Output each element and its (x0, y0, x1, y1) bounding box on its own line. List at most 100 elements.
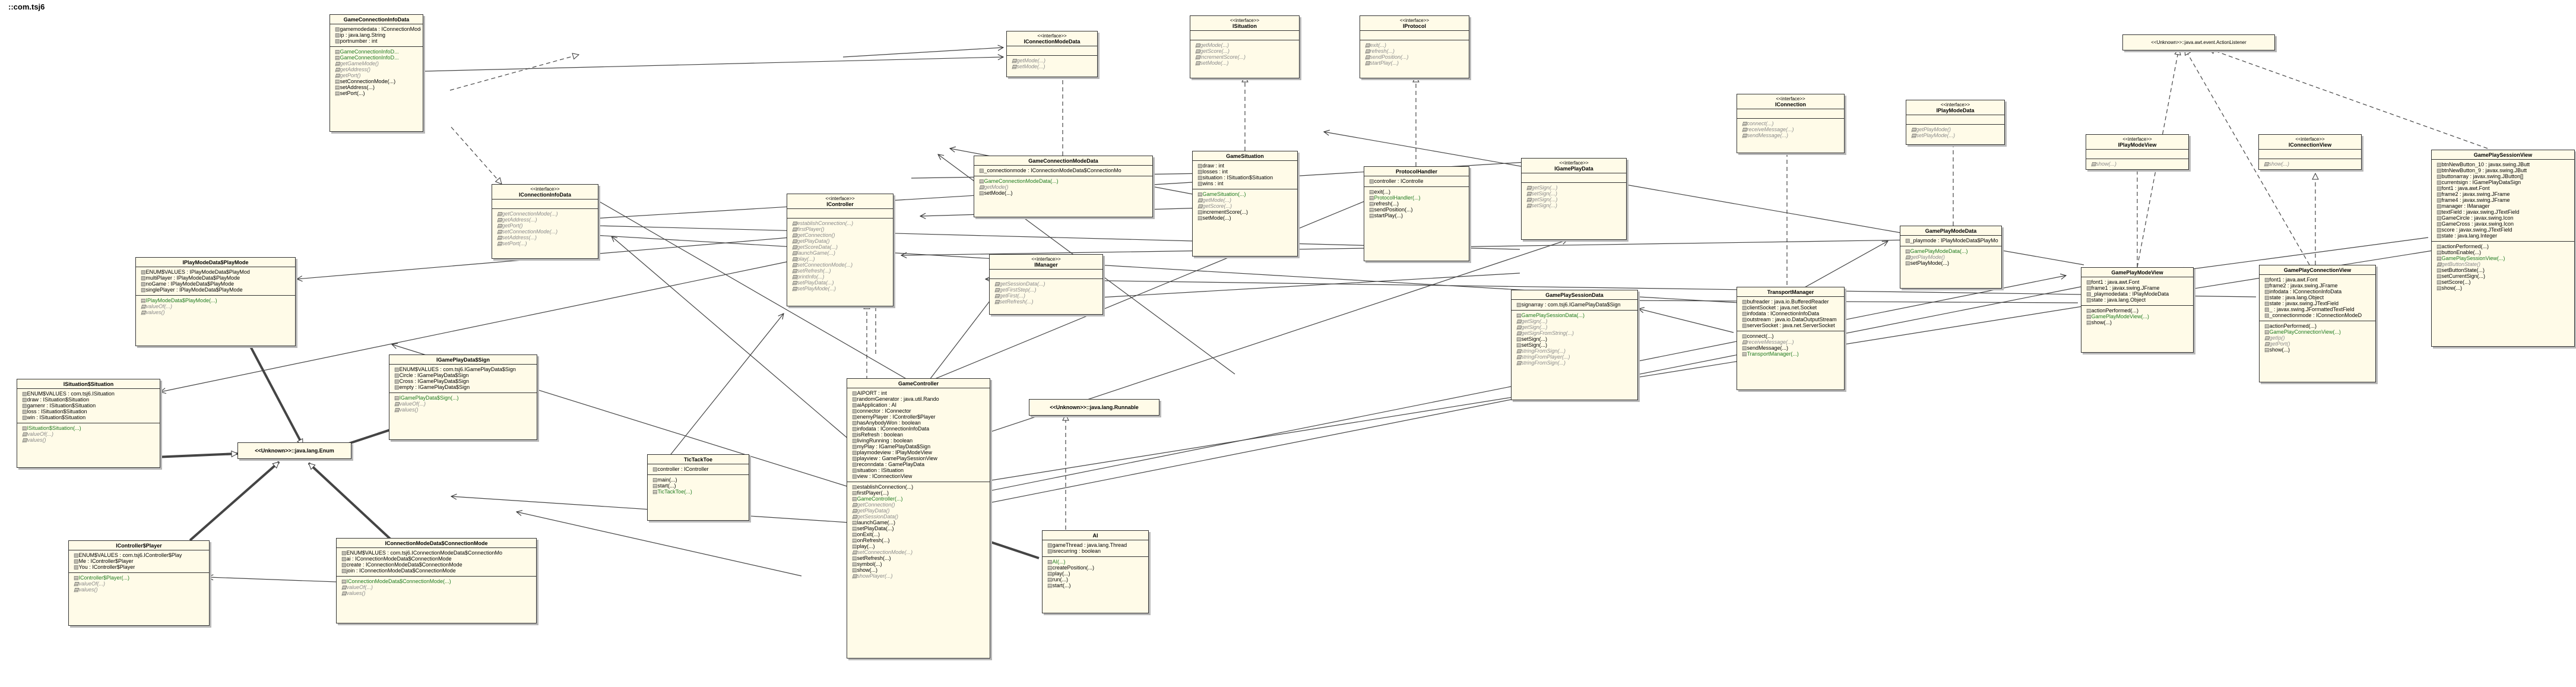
method: setMode(...) (1012, 64, 1095, 69)
class-name: GamePlayModeData (1925, 228, 1977, 234)
class-box-icontroller[interactable]: <<interface>>IController establishConnect… (787, 194, 893, 306)
field: randomGenerator : java.util.Rando (852, 396, 988, 402)
methods-section: GameConnectionModeData(...)getMode()setM… (974, 176, 1152, 198)
class-box-iconnection[interactable]: <<interface>>IConnectionconnect(...)rece… (1737, 94, 1845, 153)
fields-section: controller : IController (648, 464, 749, 474)
method: actionPerformed(...) (2264, 323, 2374, 329)
field: gamenr : ISituation$Situation (22, 403, 158, 409)
class-box-iconnectionmodedata[interactable]: <<interface>>IConnectionModeDatagetMode(… (1006, 31, 1098, 77)
class-box-javaenum[interactable]: <<Unknown>>::java.lang.Enum (237, 442, 351, 459)
class-box-gamesituation[interactable]: GameSituationdraw : intlosses : intsitua… (1192, 151, 1298, 257)
class-header: <<interface>>IPlayModeData (1906, 100, 2004, 115)
method: connect(...) (1742, 121, 1842, 126)
class-header: GameSituation (1193, 151, 1297, 160)
method: getSign(...) (1516, 324, 1636, 330)
method: getPlayData() (852, 508, 988, 514)
class-box-iprotocol[interactable]: <<interface>>IProtocol exit(...)refresh(.… (1360, 15, 1469, 78)
class-box-tictacktoe[interactable]: TicTackToecontroller : IControllermain(.… (647, 454, 749, 521)
field: situation : ISituation$Situation (1197, 175, 1295, 181)
class-box-igameplaydata-sign[interactable]: IGamePlayData$SignENUM$VALUES : com.tsj6… (389, 354, 537, 440)
method: getFirstStep(...) (994, 287, 1101, 293)
method: getGameMode() (335, 61, 421, 67)
method: setConnectionMode(...) (852, 549, 988, 555)
methods-section: connect(...)receiveMessage(...)sendMessa… (1737, 118, 1844, 141)
field: _connectionmode : IConnectionModeD (2264, 312, 2374, 318)
class-box-gameconnectionmodedata[interactable]: GameConnectionModeData_connectionmode : … (974, 156, 1153, 217)
class-box-isituation[interactable]: <<interface>>ISituationgetMode(...)getSc… (1190, 15, 1300, 78)
class-name: IConnectionView (2288, 142, 2332, 148)
methods-section: ISituation$Situation(...)valueOf(...)val… (17, 423, 160, 445)
method: GamePlayModeView(...) (2086, 314, 2191, 319)
class-box-ai[interactable]: AIgameThread : java.lang.Threadisrecurri… (1042, 530, 1149, 613)
fields-section: ENUM$VALUES : com.tsj6.IConnectionModeDa… (337, 547, 536, 576)
methods-section: establishConnection(...)firstPlayer()get… (787, 218, 893, 294)
method: setConnectionMode(...) (335, 78, 421, 84)
class-box-iconnectionmodedata-connectionmode[interactable]: IConnectionModeData$ConnectionModeENUM$V… (336, 538, 537, 623)
stereotype: <<interface>> (530, 186, 560, 192)
stereotype: <<interface>> (1940, 102, 1970, 107)
field: controller : IControlle (1369, 178, 1467, 184)
method: establishConnection(...) (792, 220, 891, 226)
class-header: <<interface>>IController (787, 194, 893, 208)
class-box-gamecontroller[interactable]: GameControllerAIPORT : intrandomGenerato… (847, 378, 990, 658)
class-name: <<Unknown>>::java.lang.Runnable (1050, 404, 1139, 410)
method: valueOf(...) (22, 431, 158, 437)
edge-realization (449, 55, 579, 91)
class-box-protocolhandler[interactable]: ProtocolHandlercontroller : IControlleex… (1364, 166, 1469, 261)
class-header: ProtocolHandler (1364, 167, 1469, 176)
class-box-iplaymodeview[interactable]: <<interface>>IPlayModeViewshow(...) (2086, 134, 2189, 170)
fields-section: ENUM$VALUES : com.tsj6.ISituationdraw : … (17, 388, 160, 423)
field: win : ISituation$Situation (22, 414, 158, 420)
class-box-iplaymodedata-playmode[interactable]: IPlayModeData$PlayModeENUM$VALUES : IPla… (135, 257, 296, 346)
class-box-igameplaydata[interactable]: <<interface>>IGamePlayDatagetSign(...)se… (1521, 158, 1627, 240)
method: launchGame(...) (792, 250, 891, 256)
class-box-iplaymodedata[interactable]: <<interface>>IPlayModeDatagetPlayMode()s… (1906, 100, 2005, 145)
method: setPlayMode(...) (1905, 260, 2000, 266)
method: setMode(...) (979, 190, 1151, 196)
field: Me : IController$Player (74, 558, 207, 564)
methods-section: GamePlayModeData(...)getPlayMode()setPla… (1900, 246, 2001, 268)
method: printInfo(...) (792, 274, 891, 280)
method: sendMessage(...) (1742, 345, 1842, 351)
fields-section (1190, 30, 1299, 40)
class-box-runnable[interactable]: <<Unknown>>::java.lang.Runnable (1029, 399, 1159, 416)
field: font1 : java.awt.Font (2264, 277, 2374, 283)
fields-section: controller : IControlle (1364, 176, 1469, 186)
method: setAddress(...) (335, 84, 421, 90)
field: currentsign : IGamePlayDataSign (2436, 179, 2572, 185)
edge-generalization (248, 344, 304, 445)
class-box-actionlistener[interactable]: <<Unknown>>::java.awt.event.ActionListen… (2122, 34, 2275, 50)
class-name: GamePlayConnectionView (2283, 267, 2352, 273)
method: getSign(...) (1516, 318, 1636, 324)
class-box-gameplaysessionview[interactable]: GamePlaySessionViewbtnNewButton_10 : jav… (2431, 150, 2575, 347)
method: IPlayModeData$PlayMode(...) (141, 297, 293, 303)
field: create : IConnectionModeData$ConnectionM… (341, 562, 534, 568)
field: aiApplication : AI (852, 402, 988, 408)
method: getSessionData(...) (994, 281, 1101, 287)
class-box-transportmanager[interactable]: TransportManagerbufreader : java.io.Buff… (1737, 287, 1845, 390)
field: frame2 : javax.swing.JFrame (2436, 191, 2572, 197)
class-name: IPlayModeData (1936, 107, 1975, 113)
method: symbol(...) (852, 561, 988, 567)
fields-section: font1 : java.awt.Fontframe2 : javax.swin… (2260, 274, 2375, 321)
method: show(...) (2091, 161, 2187, 167)
class-box-gameplaysessiondata[interactable]: GamePlaySessionDatasignarray : com.tsj6.… (1511, 290, 1638, 400)
class-box-imanager[interactable]: <<interface>>IManagergetSessionData(...)… (989, 254, 1103, 315)
methods-section: getMode(...)setMode(...) (1007, 55, 1097, 72)
class-box-iconnectionview[interactable]: <<interface>>IConnectionViewshow(...) (2258, 134, 2362, 170)
class-box-iconnectioninfodata[interactable]: <<interface>>IConnectionInfoDatagetConne… (492, 184, 598, 259)
method: stringFromSign(...) (1516, 348, 1636, 354)
class-box-gameconnectioninfodata[interactable]: GameConnectionInfoDatagamemodedata : ICo… (329, 14, 423, 132)
class-box-isituation-situation[interactable]: ISituation$SituationENUM$VALUES : com.ts… (17, 379, 160, 468)
fields-section: AIPORT : intrandomGenerator : java.util.… (847, 388, 990, 482)
methods-section: exit(...)refresh(...)sendPosition(...)st… (1360, 40, 1469, 68)
method: getConnectionMode(...) (497, 211, 596, 217)
class-box-gameplayconnectionview[interactable]: GamePlayConnectionViewfont1 : java.awt.F… (2259, 265, 2376, 382)
class-name: IPlayModeView (2118, 142, 2157, 148)
class-header: <<interface>>IProtocol (1360, 16, 1469, 30)
class-box-icontroller-player[interactable]: IController$PlayerENUM$VALUES : com.tsj6… (68, 540, 210, 626)
class-box-gameplaymodedata[interactable]: GamePlayModeData_playmode : IPlayModeDat… (1900, 226, 2002, 289)
method: setMode(...) (1197, 215, 1295, 221)
class-box-gameplaymodeview[interactable]: GamePlayModeViewfont1 : java.awt.Fontfra… (2081, 267, 2194, 353)
field: _connectionmode : IConnectionModeData$Co… (979, 167, 1151, 173)
